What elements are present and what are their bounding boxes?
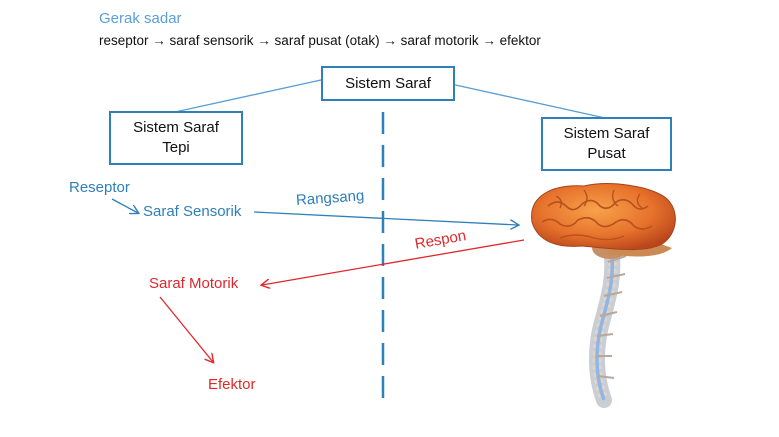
label-saraf-motorik: Saraf Motorik (149, 275, 238, 292)
box-sistem-saraf-pusat: Sistem Saraf Pusat (541, 117, 672, 171)
arrow-rangsang (254, 212, 518, 225)
arrow-respon (262, 240, 524, 285)
label-reseptor: Reseptor (69, 179, 130, 196)
tree-line-left (175, 80, 321, 112)
box-sistem-saraf-label: Sistem Saraf (323, 74, 453, 94)
arrow-motorik-to-efektor (160, 297, 213, 362)
box-sistem-saraf-tepi: Sistem Saraf Tepi (109, 111, 243, 165)
box-sistem-saraf: Sistem Saraf (321, 66, 455, 101)
brain-illustration (532, 184, 676, 259)
label-efektor: Efektor (208, 376, 256, 393)
box-pusat-line2: Pusat (543, 144, 670, 164)
box-tepi-line1: Sistem Saraf (111, 118, 241, 138)
box-tepi-line2: Tepi (111, 138, 241, 158)
tree-line-right (451, 84, 605, 118)
arrow-reseptor-to-sensorik (112, 199, 138, 213)
spinal-cord-illustration (596, 248, 626, 400)
label-saraf-sensorik: Saraf Sensorik (143, 203, 241, 220)
box-pusat-line1: Sistem Saraf (543, 124, 670, 144)
